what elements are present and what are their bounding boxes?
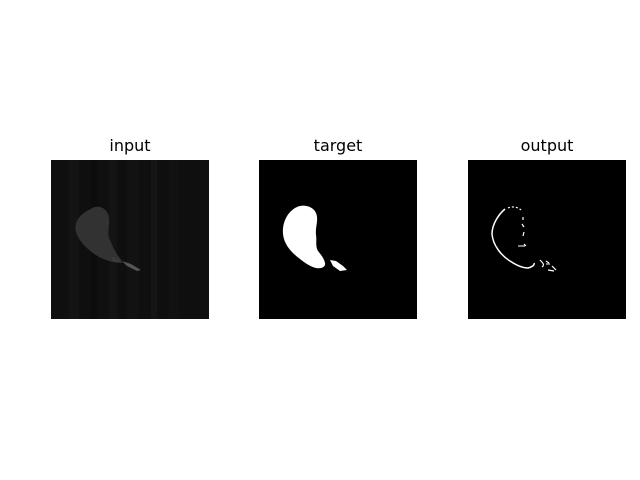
target-image: [259, 160, 417, 319]
output-panel-title: output: [520, 136, 574, 155]
output-outline-top: [507, 206, 522, 211]
input-band: [169, 160, 179, 319]
input-band: [151, 160, 157, 319]
output-outline: [491, 208, 535, 269]
output-image: [468, 160, 626, 319]
output-background: [468, 160, 626, 319]
input-panel-title: input: [109, 136, 151, 155]
target-background: [259, 160, 417, 319]
target-image-panel: [259, 160, 417, 319]
input-image: [51, 160, 209, 319]
input-streak: [122, 261, 141, 271]
input-band: [109, 160, 117, 319]
output-image-panel: [468, 160, 626, 319]
input-band: [69, 160, 79, 319]
target-panel-title: target: [313, 136, 363, 155]
input-band: [127, 160, 139, 319]
target-blob: [282, 205, 326, 269]
input-blob-tail: [111, 256, 123, 263]
output-inner-dots: [521, 217, 527, 247]
target-blob-notch: [316, 257, 321, 261]
output-fragment: [539, 259, 557, 272]
input-blob: [75, 206, 122, 263]
target-fragment: [330, 260, 347, 271]
input-image-panel: [51, 160, 209, 319]
